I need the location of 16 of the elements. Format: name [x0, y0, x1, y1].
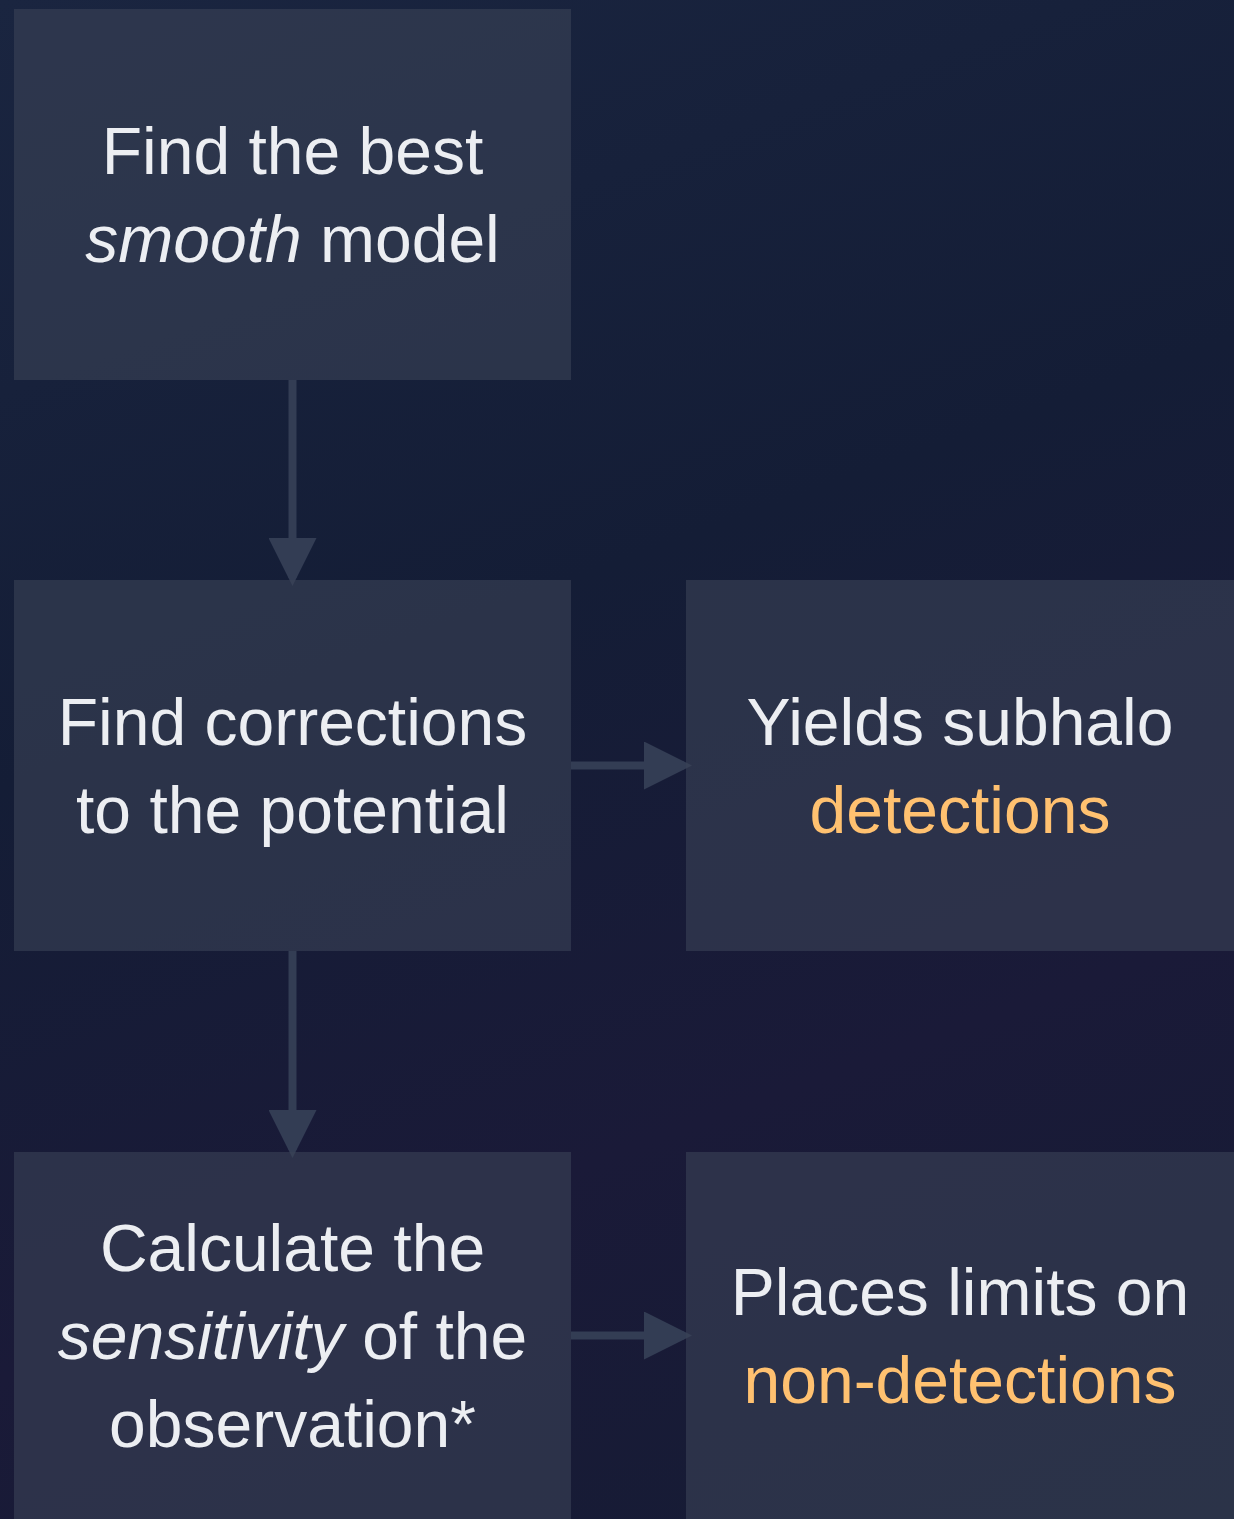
process-box: [686, 1152, 1234, 1519]
box-text: non-detections: [743, 1341, 1177, 1419]
box-text: Yields subhalo: [746, 683, 1174, 761]
process-box: [14, 9, 571, 380]
arrow: [571, 1311, 692, 1360]
process-box: [14, 1152, 571, 1519]
box-text: Calculate the sensitivity of the observation*: [56, 1209, 529, 1463]
box-text: Find corrections to the potential: [56, 683, 529, 849]
box-text: detections: [809, 771, 1111, 849]
arrow: [268, 951, 317, 1158]
arrow: [571, 741, 692, 790]
arrow: [268, 380, 317, 586]
process-box: [686, 580, 1234, 951]
box-text: Places limits on: [730, 1253, 1190, 1331]
process-box: [14, 580, 571, 951]
box-text: Find the best smooth model: [84, 112, 501, 278]
